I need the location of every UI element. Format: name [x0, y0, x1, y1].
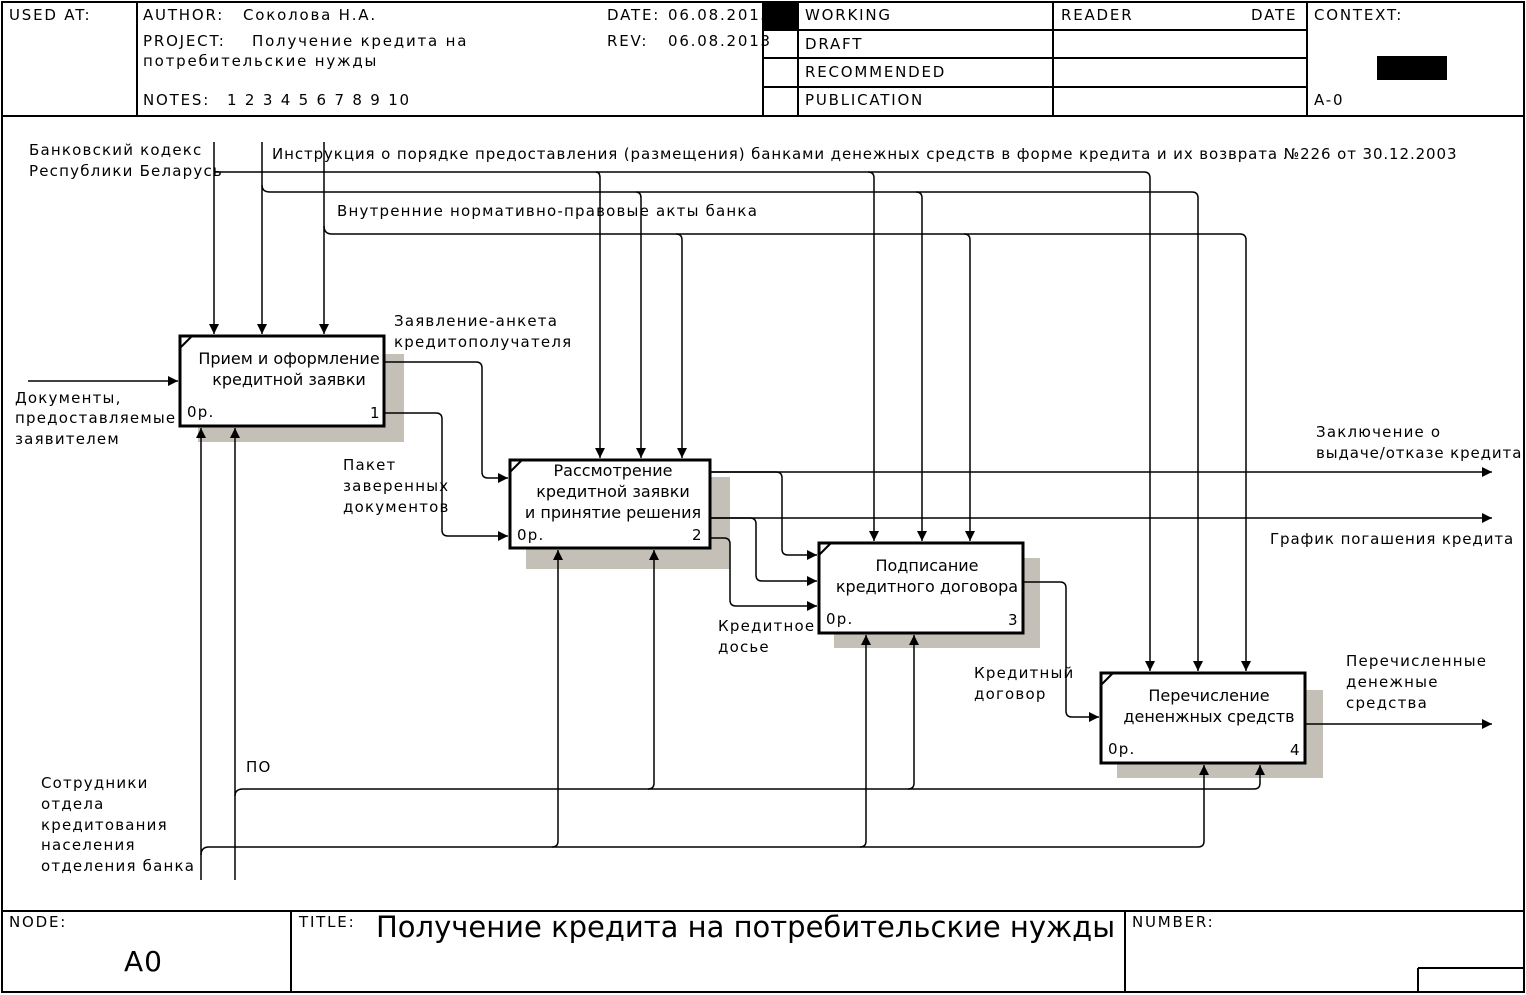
input-documents-line3: заявителем [15, 430, 120, 448]
arrow-credit-file [710, 537, 817, 611]
reader-label: READER [1061, 6, 1134, 24]
notes-values: 1 2 3 4 5 6 7 8 9 10 [227, 91, 411, 109]
box4-title-line2: дененжных средств [1123, 707, 1295, 726]
node-value: A0 [124, 945, 163, 978]
control-instruction: Инструкция о порядке предоставления (раз… [272, 145, 1458, 163]
box2-title-line1: Рассмотрение [553, 461, 673, 480]
date-label: DATE: [607, 6, 661, 24]
box1-cost: 0р. [187, 403, 215, 421]
arrow-package [384, 412, 508, 541]
context-node: A-0 [1314, 91, 1345, 109]
mechanism-staff-line5: отделения банка [41, 857, 196, 875]
box3-title-line2: кредитного договора [835, 577, 1019, 596]
arrow-label-credit-file-line1: Кредитное [718, 617, 816, 635]
context-label: CONTEXT: [1314, 6, 1404, 24]
arrow-credit-contract [1023, 581, 1099, 722]
control-internal-acts: Внутренние нормативно-правовые акты банк… [337, 202, 759, 220]
author-label: AUTHOR: [143, 6, 225, 24]
arrow-label-application-line1: Заявление-анкета [394, 312, 559, 330]
arrow-bank-code-box4 [868, 171, 1155, 671]
used-at-label: USED AT: [9, 6, 92, 24]
output-transferred-line1: Перечисленные [1346, 652, 1488, 670]
arrow-label-credit-file-line2: досье [718, 638, 770, 656]
box4-cost: 0р. [1108, 740, 1136, 758]
box-4 [1099, 671, 1307, 765]
arrow-staff-box2 [200, 550, 563, 856]
output-conclusion-line1: Заключение о [1316, 423, 1442, 441]
project-value-line2: потребительские нужды [143, 52, 379, 70]
box4-title-line1: Перечисление [1148, 686, 1270, 705]
box-3 [817, 541, 1025, 635]
output-schedule: График погашения кредита [1270, 530, 1515, 548]
mechanism-staff-line2: отдела [41, 795, 105, 813]
arrow-staff-box3 [552, 635, 871, 848]
box1-title-line1: Прием и оформление [198, 349, 380, 368]
box1-number: 1 [370, 404, 381, 422]
arrow-label-package-line3: документов [343, 498, 450, 516]
status-recommended: RECOMMENDED [805, 63, 947, 81]
arrow-software-box4 [908, 765, 1265, 790]
mechanism-software: ПО [246, 758, 272, 776]
arrow-software-box3 [648, 635, 919, 790]
mechanism-staff-line1: Сотрудники [41, 774, 149, 792]
arrow-label-application-line2: кредитополучателя [394, 333, 573, 351]
output-transferred-line2: денежные [1346, 673, 1439, 691]
context-thumbnail [1377, 56, 1447, 80]
arrow-staff-box4 [860, 765, 1209, 848]
project-label: PROJECT: [143, 32, 226, 50]
diagram-title: Получение кредита на потребительские нуж… [376, 910, 1116, 944]
function-boxes [178, 334, 1307, 765]
notes-label: NOTES: [143, 91, 211, 109]
box4-number: 4 [1290, 741, 1301, 759]
box-1 [178, 334, 386, 428]
output-transferred-line3: средства [1346, 694, 1428, 712]
control-bank-code-line2: Республики Беларусь [29, 162, 223, 180]
box2-number: 2 [692, 526, 703, 544]
rev-label: REV: [607, 32, 649, 50]
rev-value: 06.08.2013 [668, 32, 772, 50]
arrow-label-credit-contract-line2: договор [974, 685, 1047, 703]
number-label: NUMBER: [1132, 913, 1215, 931]
project-value-line1: Получение кредита на [252, 32, 469, 50]
mechanism-staff-line4: населения [41, 836, 136, 854]
arrow-label-credit-contract-line1: Кредитный [974, 664, 1075, 682]
box2-title-line3: и принятие решения [524, 503, 702, 522]
arrow-label-package-line2: заверенных [343, 477, 450, 495]
box2-title-line2: кредитной заявки [536, 482, 690, 501]
arrow-box2-box3-b [710, 517, 817, 586]
box3-number: 3 [1008, 611, 1019, 629]
arrow-label-package-line1: Пакет [343, 456, 397, 474]
output-conclusion-line2: выдаче/отказе кредита [1316, 444, 1523, 462]
date-value: 06.08.2013 [668, 6, 772, 24]
box3-title-line1: Подписание [875, 556, 979, 575]
status-draft: DRAFT [805, 35, 864, 53]
input-documents-line1: Документы, [15, 389, 122, 407]
box-corner-ticks [179, 335, 1114, 686]
status-working: WORKING [805, 6, 892, 24]
node-label: NODE: [9, 913, 68, 931]
box3-cost: 0р. [826, 610, 854, 628]
arrow-application-form [384, 361, 508, 483]
arrows [28, 142, 1492, 880]
mechanism-staff-line3: кредитования [41, 816, 168, 834]
arrow-software-box2 [234, 550, 659, 797]
author-value: Соколова Н.А. [243, 6, 377, 24]
box1-title-line2: кредитной заявки [212, 370, 366, 389]
input-documents-line2: предоставляемые [15, 409, 177, 427]
arrow-instruction-box4 [916, 191, 1203, 671]
working-status-marker [764, 3, 797, 29]
reader-date-label: DATE [1251, 6, 1298, 24]
status-publication: PUBLICATION [805, 91, 925, 109]
box-2 [508, 458, 712, 550]
title-label: TITLE: [299, 913, 356, 931]
arrow-box2-box3-a [710, 471, 817, 560]
box2-cost: 0р. [517, 526, 545, 544]
arrow-internal-acts-box4 [964, 233, 1251, 671]
control-bank-code-line1: Банковский кодекс [29, 141, 203, 159]
